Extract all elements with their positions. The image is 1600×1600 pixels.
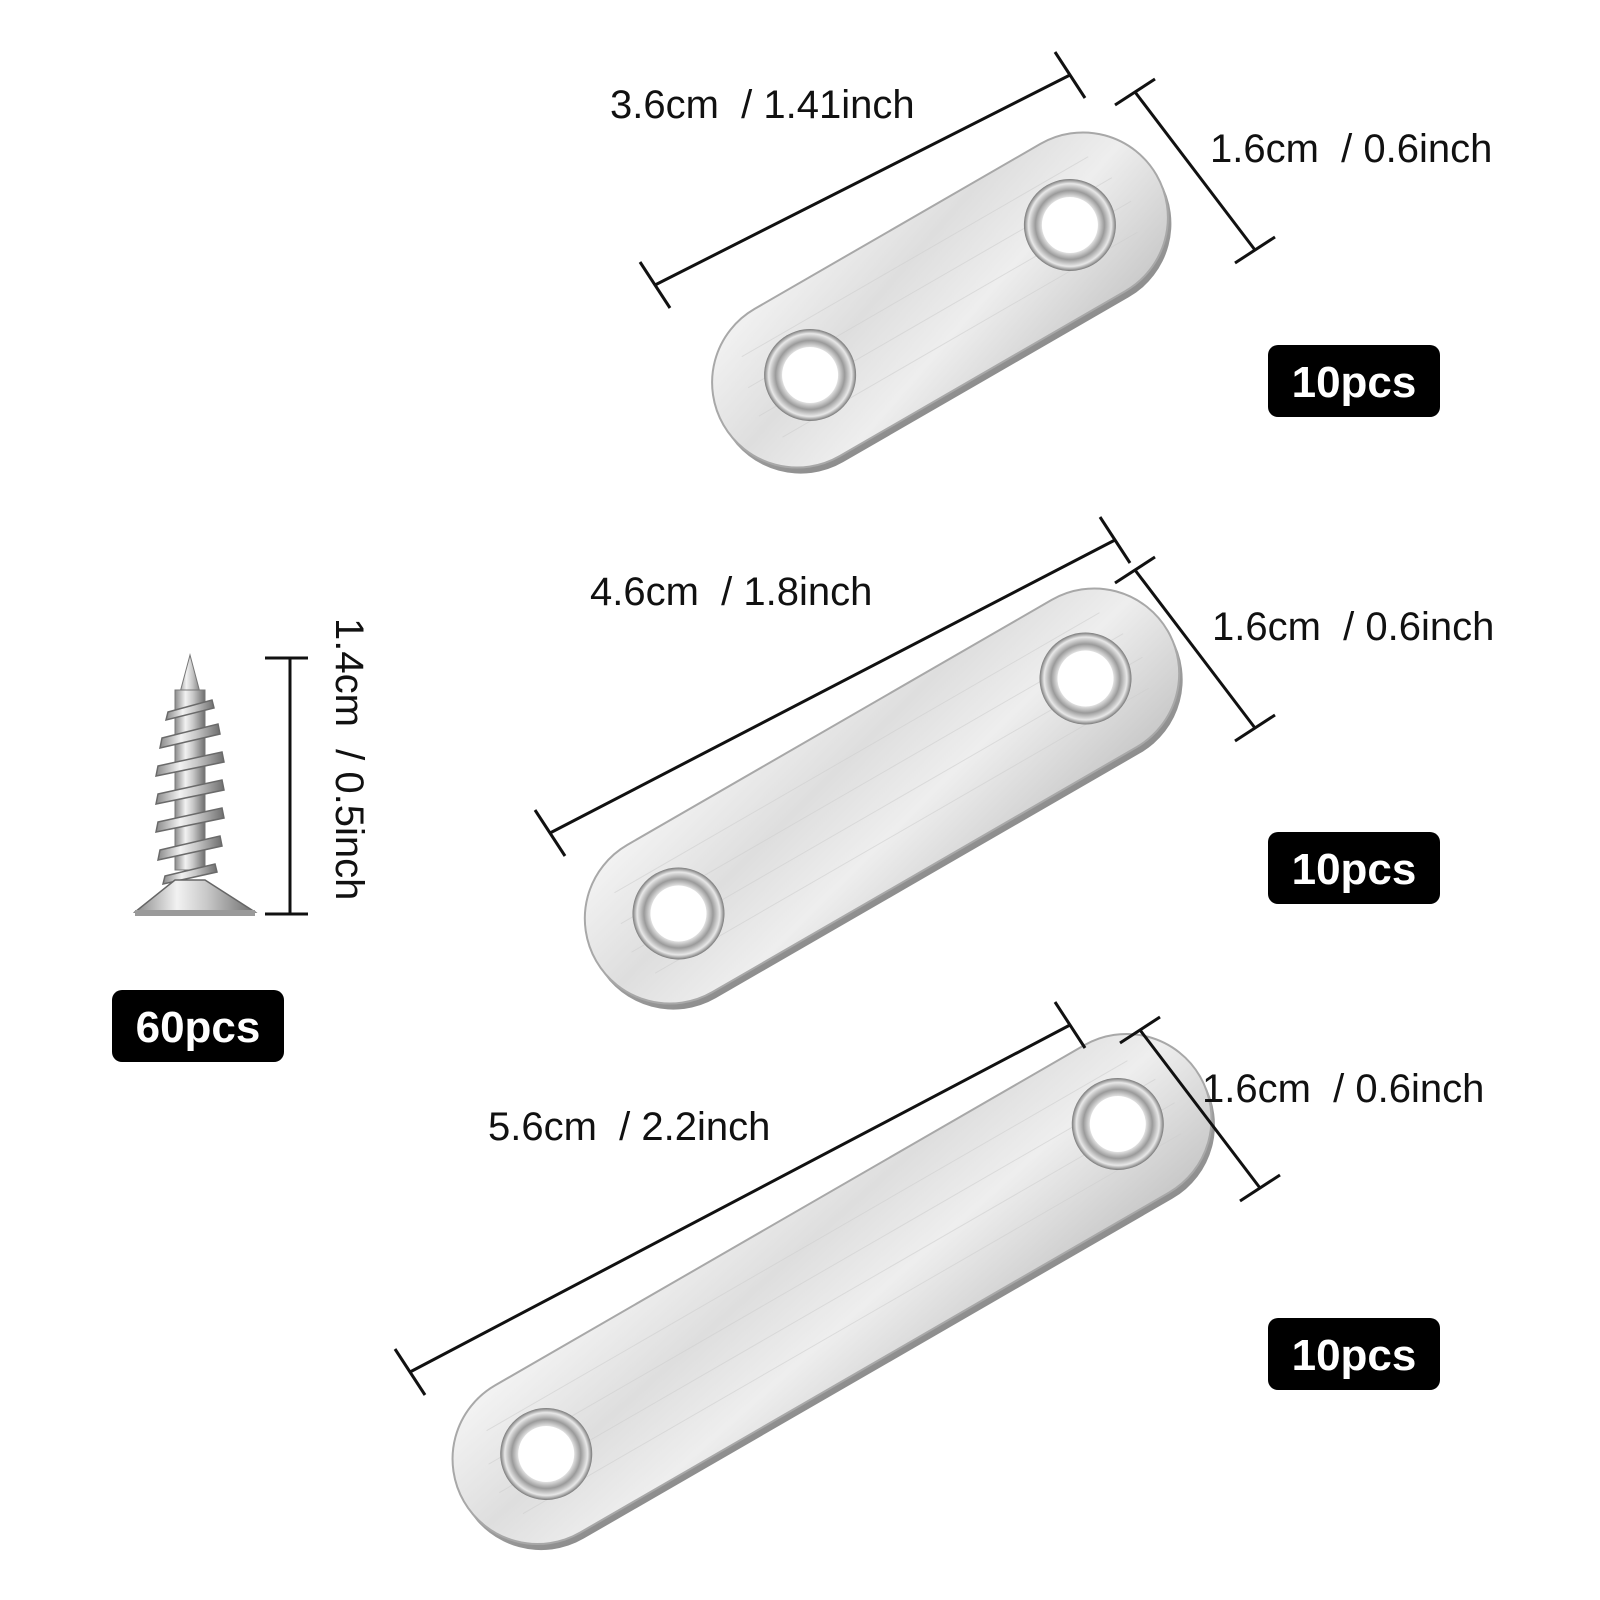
plate-small-length-label: 3.6cm / 1.41inch: [610, 83, 915, 127]
screw-length-label: 1.4cm / 0.5inch: [327, 618, 371, 900]
plate-large-width-label: 1.6cm / 0.6inch: [1202, 1067, 1484, 1111]
plate-hole: [1039, 632, 1132, 725]
plate-large-length-label: 5.6cm / 2.2inch: [488, 1105, 770, 1149]
plate-large-quantity-badge: 10pcs: [1268, 1318, 1440, 1390]
plate-hole: [1023, 179, 1116, 271]
plate-small-length-dimension: 3.6cm / 1.41inch: [610, 51, 1087, 309]
plate-small-width-label: 1.6cm / 0.6inch: [1210, 127, 1492, 171]
screw-threads: [155, 699, 225, 885]
plate-large: [451, 1033, 1215, 1551]
plate-medium-quantity: 10pcs: [1292, 845, 1417, 894]
brushed-texture: [486, 1060, 1182, 1515]
plate-hole: [764, 329, 857, 421]
plate-medium-width-dimension: 1.6cm / 0.6inch: [1114, 555, 1494, 743]
plate-small-width-dimension: 1.6cm / 0.6inch: [1114, 77, 1492, 265]
plate-hole: [632, 867, 725, 960]
plate-small-quantity: 10pcs: [1292, 358, 1417, 407]
plate-hole: [1071, 1078, 1164, 1170]
plate-hole: [500, 1408, 593, 1500]
screw: [132, 653, 258, 916]
screw-quantity: 60pcs: [136, 1003, 261, 1052]
plate-medium-quantity-badge: 10pcs: [1268, 832, 1440, 904]
plate-medium: [583, 587, 1183, 1010]
plate-small: [711, 131, 1172, 474]
screw-quantity-badge: 60pcs: [112, 990, 284, 1062]
plate-medium-length-label: 4.6cm / 1.8inch: [590, 570, 872, 614]
plate-medium-length-dimension: 4.6cm / 1.8inch: [533, 516, 1132, 857]
plate-large-length-dimension: 5.6cm / 2.2inch: [393, 1001, 1087, 1396]
screw-length-dimension: 1.4cm / 0.5inch: [265, 618, 371, 916]
plate-large-width-dimension: 1.6cm / 0.6inch: [1119, 1015, 1484, 1203]
plate-small-quantity-badge: 10pcs: [1268, 345, 1440, 417]
plate-medium-width-label: 1.6cm / 0.6inch: [1212, 605, 1494, 649]
plate-large-quantity: 10pcs: [1292, 1331, 1417, 1380]
